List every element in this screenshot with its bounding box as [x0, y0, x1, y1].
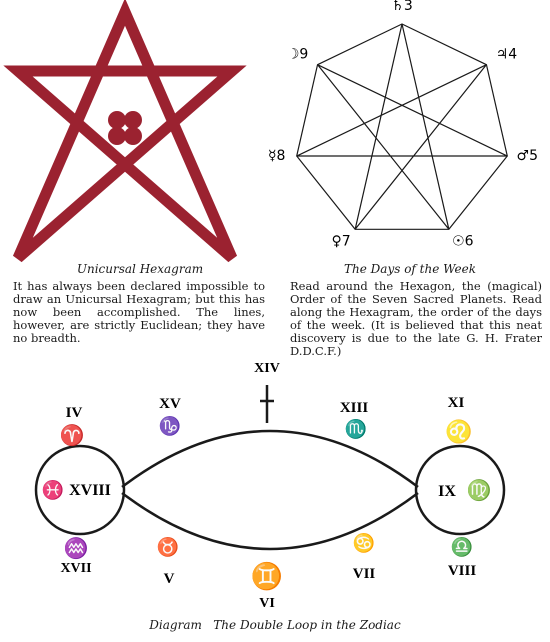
hexagram-text: It has always been declared impossible t…: [13, 279, 265, 345]
upper-loop: [121, 429, 419, 488]
hexagram-title: Unicursal Hexagram: [76, 262, 204, 276]
lower-symbol-3: ♋: [353, 532, 375, 554]
lower-numeral-2: VI: [259, 596, 275, 611]
upper-symbol-2: ♏: [345, 418, 367, 440]
left-circle-numeral: XVIII: [69, 482, 111, 499]
top-numeral: XIV: [254, 361, 280, 376]
lower-symbol-1: ♉: [157, 536, 179, 558]
lower-symbol-0: ♒: [64, 536, 89, 560]
right-circle-symbol: ♍: [467, 478, 492, 502]
planet-label-2: ♂5: [517, 148, 538, 164]
double-loop-diagram: XIV ♐ XVIII ♓ IX ♍ IV ♈ XV ♑ XIII ♏ XI ♌…: [34, 361, 506, 611]
lower-numeral-4: VIII: [448, 563, 477, 579]
days-title: The Days of the Week: [344, 262, 476, 276]
upper-numeral-0: IV: [66, 405, 83, 421]
planet-label-4: ♀7: [332, 233, 351, 249]
upper-numeral-2: XIII: [340, 400, 369, 416]
planet-label-3: ☉6: [452, 233, 474, 249]
planet-label-6: ☽9: [287, 47, 308, 63]
upper-symbol-1: ♑: [159, 415, 181, 437]
upper-symbol-0: ♈: [60, 423, 85, 447]
upper-numeral-3: XI: [448, 395, 465, 411]
left-circle: [34, 444, 126, 536]
zodiac-caption: Diagram The Double Loop in the Zodiac: [149, 618, 401, 632]
planet-label-0: ♄3: [391, 0, 412, 14]
heptagram-star: [296, 23, 508, 230]
lower-numeral-3: VII: [353, 566, 376, 582]
lower-symbol-4: ♎: [451, 536, 473, 558]
planet-label-5: ☿8: [268, 148, 286, 164]
lower-numeral-1: V: [164, 571, 175, 587]
days-text: Read around the Hexagon, the (magical) O…: [290, 279, 542, 358]
left-circle-symbol: ♓: [42, 479, 64, 501]
lower-loop: [121, 492, 419, 551]
right-circle-numeral: IX: [438, 483, 456, 500]
heptagram: ♄3 ♃4 ♂5 ☉6 ♀7 ☿8 ☽9: [268, 0, 538, 249]
upper-symbol-3: ♌: [445, 419, 472, 445]
unicursal-hexagram: [3, 0, 247, 263]
heptagon-outline: [296, 23, 508, 230]
right-circle: [414, 444, 506, 536]
lower-numeral-0: XVII: [60, 561, 91, 576]
lower-symbol-2: ♊: [251, 561, 283, 592]
upper-numeral-1: XV: [159, 396, 181, 412]
planet-label-1: ♃4: [496, 47, 518, 63]
